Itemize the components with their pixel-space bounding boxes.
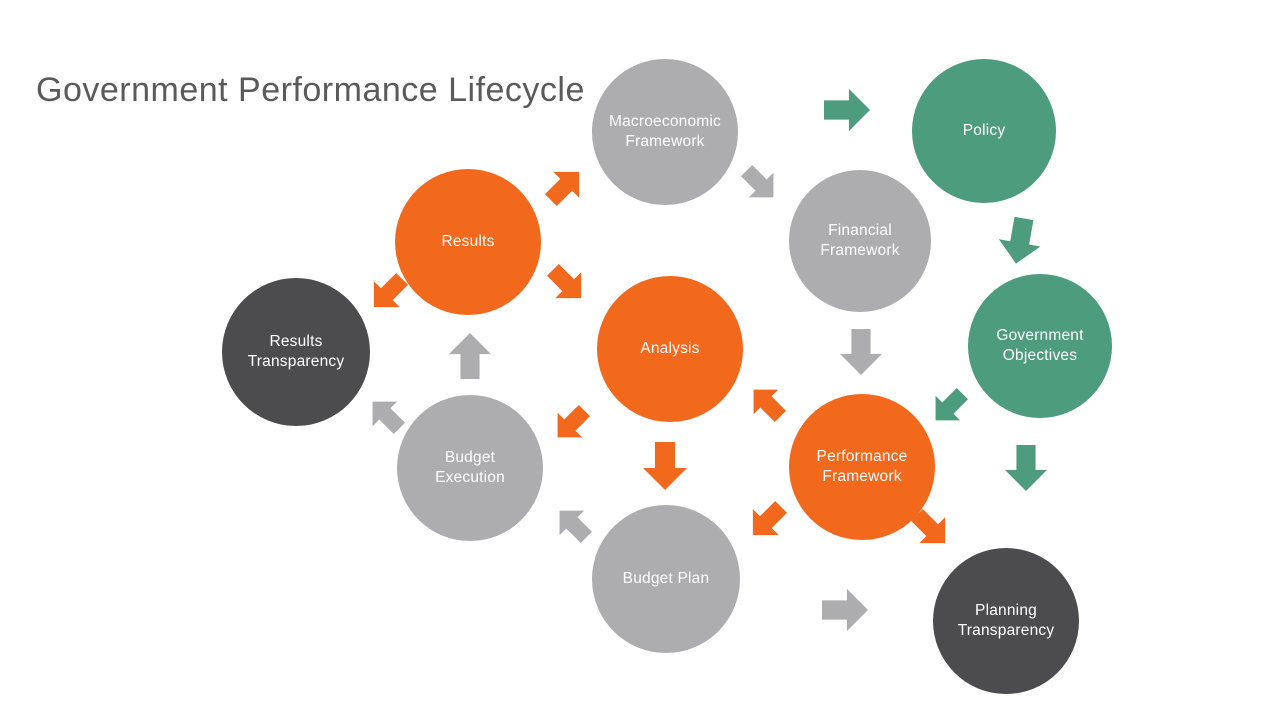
node-label: Policy bbox=[962, 121, 1006, 139]
node-results-transparency: Results Transparency bbox=[222, 278, 370, 426]
arrow-results-to-results-transparency-icon bbox=[360, 265, 417, 322]
arrow-results-to-analysis-icon bbox=[539, 256, 596, 313]
arrow-macro-to-financial-icon bbox=[733, 157, 787, 211]
node-budget-execution: Budget Execution bbox=[397, 395, 543, 541]
arrow-objectives-to-planning-transparency-icon bbox=[1003, 445, 1049, 491]
arrow-analysis-to-budget-plan-icon bbox=[641, 442, 689, 490]
node-budget-plan: Budget Plan bbox=[592, 505, 740, 653]
node-label: Results bbox=[441, 232, 495, 250]
node-label: Performance Framework bbox=[816, 447, 908, 485]
arrow-performance-to-analysis-icon bbox=[740, 376, 794, 430]
node-label: Budget Execution bbox=[435, 448, 505, 486]
node-planning-transparency: Planning Transparency bbox=[933, 548, 1079, 694]
node-label: Macroeconomic Framework bbox=[608, 112, 721, 150]
node-label: Budget Plan bbox=[622, 569, 710, 587]
node-label: Planning Transparency bbox=[957, 601, 1055, 639]
node-label: Government Objectives bbox=[996, 326, 1084, 364]
node-macroeconomic-framework: Macroeconomic Framework bbox=[592, 59, 738, 205]
node-performance-framework: Performance Framework bbox=[789, 394, 935, 540]
arrow-execution-to-results-transparency-icon bbox=[359, 388, 413, 442]
arrow-policy-to-objectives-icon bbox=[993, 214, 1046, 267]
arrow-execution-to-results-icon bbox=[447, 333, 493, 379]
node-results: Results bbox=[395, 169, 541, 315]
arrow-budget-plan-to-planning-transparency-icon bbox=[822, 587, 868, 633]
page-title: Government Performance Lifecycle bbox=[36, 71, 585, 109]
node-policy: Policy bbox=[912, 59, 1056, 203]
node-label: Results Transparency bbox=[247, 332, 345, 370]
arrow-to-policy-icon bbox=[824, 87, 870, 133]
arrow-objectives-to-performance-icon bbox=[922, 380, 976, 434]
arrow-performance-to-planning-transparency-icon bbox=[903, 501, 960, 558]
arrow-budget-plan-to-execution-icon bbox=[546, 497, 600, 551]
node-label: Financial Framework bbox=[820, 221, 900, 259]
node-financial-framework: Financial Framework bbox=[789, 170, 931, 312]
arrow-results-to-macro-icon bbox=[537, 158, 594, 215]
node-label: Analysis bbox=[640, 339, 700, 357]
node-analysis: Analysis bbox=[597, 276, 743, 422]
arrow-analysis-to-execution-icon bbox=[544, 397, 598, 451]
arrow-performance-to-budget-plan-icon bbox=[739, 493, 796, 550]
node-government-objectives: Government Objectives bbox=[968, 274, 1112, 418]
arrow-financial-to-performance-icon bbox=[838, 329, 884, 375]
